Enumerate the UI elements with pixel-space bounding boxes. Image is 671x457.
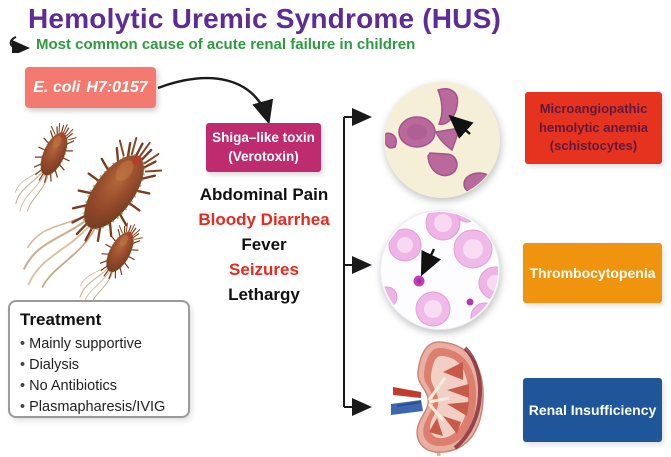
symptom-abdominal-pain: Abdominal Pain: [199, 185, 329, 204]
cause-to-toxin-arrow-icon: [157, 76, 274, 125]
cause-box: E. coli H7:0157: [25, 67, 156, 108]
kidney-cross-section-image: [391, 341, 484, 457]
finding-thrombocytopenia-box: Thrombocytopenia: [523, 243, 662, 303]
symptom-bloody-diarrhea: Bloody Diarrhea: [198, 210, 330, 229]
toxin-line1: Shiga–like toxin: [212, 130, 315, 146]
organism-name: E. coli: [33, 78, 81, 96]
branch-arrows-icon: [343, 108, 372, 416]
page-title: Hemolytic Uremic Syndrome (HUS): [28, 3, 501, 34]
treatment-list: Mainly supportive Dialysis No Antibiotic…: [20, 334, 178, 418]
symptom-seizures: Seizures: [229, 260, 299, 279]
platelet-smear-image: [380, 210, 500, 330]
symptom-list: Abdominal Pain Bloody Diarrhea Fever Sei…: [174, 182, 354, 307]
treatment-item: Plasmapharesis/IVIG: [20, 397, 178, 418]
toxin-box: Shiga–like toxin (Verotoxin): [206, 123, 321, 172]
treatment-title: Treatment: [20, 310, 102, 329]
treatment-item: Dialysis: [20, 355, 178, 376]
symptom-fever: Fever: [241, 235, 287, 254]
strain-label: H7:0157: [86, 78, 148, 96]
finding-anemia-box: Microangiopathic hemolytic anemia (schis…: [525, 92, 662, 164]
treatment-box: Treatment Mainly supportive Dialysis No …: [8, 300, 190, 418]
schistocyte-smear-image: [384, 82, 500, 198]
hook-arrow-icon: [9, 36, 30, 53]
symptom-lethargy: Lethargy: [228, 285, 300, 304]
e-coli-bacteria-illustration: [8, 115, 177, 307]
subtitle: Most common cause of acute renal failure…: [36, 36, 416, 53]
toxin-line2: (Verotoxin): [228, 148, 299, 164]
treatment-item: No Antibiotics: [20, 376, 178, 397]
treatment-item: Mainly supportive: [20, 334, 178, 355]
finding-renal-insufficiency-box: Renal Insufficiency: [523, 378, 662, 442]
